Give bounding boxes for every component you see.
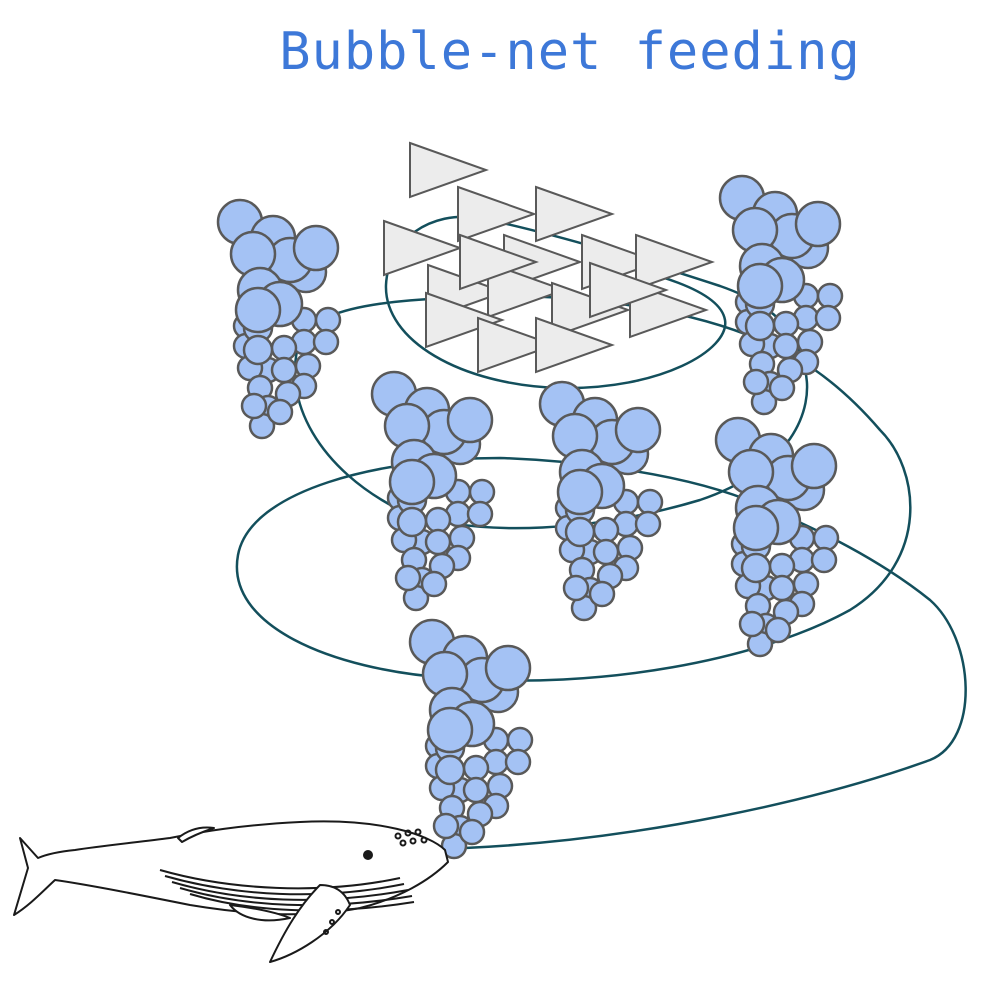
whale-rear-fin [229,904,291,922]
bubble [810,546,838,574]
bubble [270,334,298,362]
bubble [768,552,796,580]
bubble [462,754,490,782]
bubble [314,306,342,334]
bubble [240,392,268,420]
bubble [812,524,840,552]
bubble [742,368,770,396]
bubble [466,500,494,528]
bubble [736,262,784,310]
bubble [790,442,838,490]
fish [383,219,463,277]
bubble [614,406,662,454]
bubble [588,580,616,608]
fish [535,185,615,243]
bubble [814,304,842,332]
bubble [592,516,620,544]
bubble [388,458,436,506]
bubble [592,538,620,566]
whale-pectoral-fin [269,884,351,963]
bubble [740,552,772,584]
bubble [424,506,452,534]
bubble [772,332,800,360]
bubble [504,748,532,776]
fish [425,291,505,349]
bubble [744,310,776,342]
bubble [396,506,428,538]
bubble-columns [216,174,844,860]
bubble [794,200,842,248]
bubble [636,488,664,516]
humpback-whale [13,820,449,963]
bubble [312,328,340,356]
bubble [432,812,460,840]
fish [589,261,669,319]
bubble [234,286,282,334]
fish [635,233,715,291]
bubble [484,644,532,692]
whale-eye [363,850,373,860]
bubble [768,574,796,602]
bubble [292,224,340,272]
fish [459,233,539,291]
bubble [816,282,844,310]
fish-school [383,141,715,374]
bubble [764,616,792,644]
fish [535,316,615,374]
bubble [462,776,490,804]
diagram-title: Bubble-net feeding [279,22,861,82]
bubble [506,726,534,754]
whale-dorsal-fin [177,826,215,843]
bubble [564,516,596,548]
fish [487,261,567,319]
bubble [772,310,800,338]
bubble [468,478,496,506]
bubble [446,396,494,444]
fish [477,316,557,374]
bubble [562,574,590,602]
bubble [458,818,486,846]
fish [457,185,537,243]
bubble [270,356,298,384]
bubble [634,510,662,538]
fish [409,141,489,199]
bubble [426,706,474,754]
bubble [242,334,274,366]
bubble [556,468,604,516]
bubble [738,610,766,638]
bubble [394,564,422,592]
bubble [768,374,796,402]
bubble [424,528,452,556]
whale-throat-grooves [159,869,415,912]
bubble [420,570,448,598]
bubble [266,398,294,426]
bubble [732,504,780,552]
bubble [434,754,466,786]
